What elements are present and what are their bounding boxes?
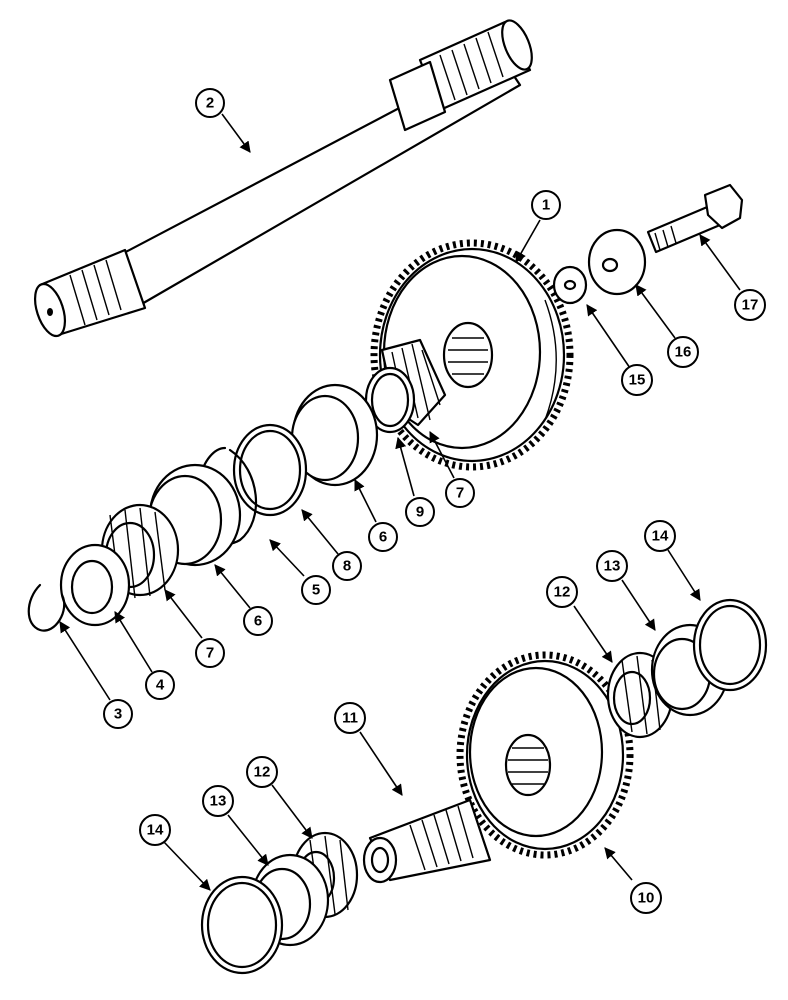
callout-14a-label: 14 [147, 822, 164, 839]
snap-ring-part-14-right [692, 598, 768, 692]
leader-lines [59, 113, 741, 891]
callout-8-label: 8 [343, 558, 351, 575]
callout-6a-label: 6 [254, 613, 262, 630]
callout-1: 1 [531, 190, 561, 220]
callout-9-label: 9 [416, 504, 424, 521]
callout-15: 15 [621, 364, 653, 396]
bearing-cup-part-6-upper [290, 383, 379, 487]
callout-10-label: 10 [638, 890, 655, 907]
callout-14a: 14 [139, 814, 171, 846]
callout-2: 2 [195, 88, 225, 118]
callout-9: 9 [405, 497, 435, 527]
callout-15-label: 15 [629, 372, 646, 389]
washer-part-4 [59, 543, 131, 627]
callout-3: 3 [103, 699, 133, 729]
snap-ring-part-8 [232, 423, 308, 517]
callout-16: 16 [667, 336, 699, 368]
callout-14b-label: 14 [652, 528, 669, 545]
callout-2-label: 2 [206, 95, 214, 112]
callout-4-label: 4 [156, 677, 165, 694]
gear-part-10 [456, 651, 634, 859]
callout-5: 5 [301, 575, 331, 605]
callout-12a: 12 [246, 756, 278, 788]
bolt-part-17 [646, 183, 744, 254]
callout-7a-label: 7 [206, 645, 214, 662]
callout-7b: 7 [445, 478, 475, 508]
callout-7b-label: 7 [456, 485, 464, 502]
callout-13b-label: 13 [604, 558, 621, 575]
callout-4: 4 [145, 670, 175, 700]
callout-16-label: 16 [675, 344, 692, 361]
callout-13a: 13 [202, 785, 234, 817]
snap-ring-part-14-lower [200, 875, 284, 975]
callout-3-label: 3 [114, 706, 122, 723]
callout-17: 17 [734, 289, 766, 321]
callout-12b: 12 [546, 576, 578, 608]
callout-12a-label: 12 [254, 764, 271, 781]
callout-6b-label: 6 [379, 529, 387, 546]
circlip-part-3 [27, 583, 66, 632]
spacer-part-16 [587, 228, 647, 296]
callout-11: 11 [334, 702, 366, 734]
callout-13a-label: 13 [210, 793, 227, 810]
callout-6a: 6 [243, 606, 273, 636]
shaft-part-2 [33, 19, 533, 338]
callout-12b-label: 12 [554, 584, 571, 601]
callout-7a: 7 [195, 638, 225, 668]
callout-1-label: 1 [542, 197, 550, 214]
callout-6b: 6 [368, 522, 398, 552]
callout-17-label: 17 [742, 297, 759, 314]
callout-13b: 13 [596, 550, 628, 582]
splined-hub-part-11 [362, 798, 492, 884]
callout-11-label: 11 [342, 710, 358, 727]
callout-5-label: 5 [312, 582, 320, 599]
callout-8: 8 [332, 551, 362, 581]
callout-14b: 14 [644, 520, 676, 552]
callout-10: 10 [630, 882, 662, 914]
